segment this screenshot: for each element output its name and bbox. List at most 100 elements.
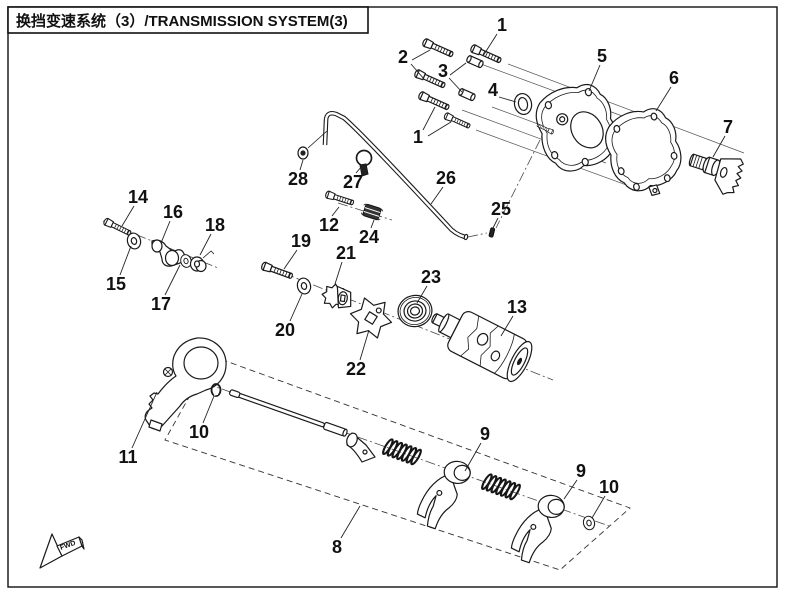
callout-9: 9 <box>576 461 586 481</box>
callout-8: 8 <box>332 537 342 557</box>
part-19-bolt <box>260 260 295 281</box>
part-2-bolts <box>413 37 455 91</box>
part-8-fork-shaft <box>229 389 348 437</box>
callout-layer: 1234567125262728122419212022231314161815… <box>106 15 733 557</box>
part-23-bearing <box>397 294 433 328</box>
part-3-sleeves <box>457 54 485 102</box>
callout-leader-24 <box>370 219 375 229</box>
callout-20: 20 <box>275 320 295 340</box>
callout-leader-3 <box>449 62 467 76</box>
part-27-clip <box>355 149 373 177</box>
callout-15: 15 <box>106 274 126 294</box>
callout-leader-8 <box>340 505 361 539</box>
callout-4: 4 <box>488 80 498 100</box>
part-21-ratchet <box>321 283 352 309</box>
part-13-shift-drum <box>431 311 533 383</box>
callout-leader-2 <box>410 63 425 80</box>
callout-leader-22 <box>359 329 370 361</box>
callout-leader-7 <box>712 135 726 158</box>
callout-14: 14 <box>128 187 148 207</box>
part-spring-b <box>479 471 523 503</box>
callout-leader-26 <box>430 186 444 205</box>
callout-16: 16 <box>163 202 183 222</box>
callout-7: 7 <box>723 117 733 137</box>
part-9-shift-fork-b <box>509 491 566 566</box>
callout-leader-21 <box>334 261 343 285</box>
part-7-gearshift-sector <box>688 153 744 195</box>
callout-leader-6 <box>655 86 672 112</box>
callout-25: 25 <box>491 199 511 219</box>
part-spring-a <box>380 436 424 468</box>
part-28-nut <box>297 130 328 160</box>
callout-5: 5 <box>597 46 607 66</box>
callout-10: 10 <box>189 422 209 442</box>
callout-leader-23 <box>416 285 428 304</box>
part-25-pin <box>488 227 496 238</box>
callout-24: 24 <box>359 227 379 247</box>
callout-leader-17 <box>164 264 181 296</box>
part-4-seal <box>513 92 533 116</box>
callout-leader-28 <box>299 159 304 171</box>
part-8-guide-piece <box>346 432 376 463</box>
callout-leader-5 <box>588 64 601 92</box>
callout-leader-19 <box>283 249 298 270</box>
callout-13: 13 <box>507 297 527 317</box>
callout-leader-12 <box>331 206 340 217</box>
page-border <box>7 6 778 588</box>
callout-leader-20 <box>289 293 303 322</box>
callout-leader-27 <box>355 165 363 174</box>
callout-leader-3 <box>448 77 463 93</box>
callout-2: 2 <box>398 47 408 67</box>
callout-1: 1 <box>413 127 423 147</box>
callout-21: 21 <box>336 243 356 263</box>
part-24-detent-assembly <box>360 203 384 221</box>
callout-leader-18 <box>199 233 212 256</box>
callout-leader-10 <box>591 495 606 519</box>
diagram-title: 换挡变速系统（3）/TRANSMISSION SYSTEM(3) <box>16 12 348 30</box>
part-12-bolt <box>324 190 355 208</box>
part-6-gasket-drawing <box>604 108 682 196</box>
callout-6: 6 <box>669 68 679 88</box>
part-9-shift-fork-a <box>415 457 472 532</box>
callout-27: 27 <box>343 172 363 192</box>
callout-leader-2 <box>411 49 431 61</box>
fwd-direction-icon: FWD <box>39 533 85 569</box>
callout-leader-25 <box>492 217 499 229</box>
part-14-bolt <box>102 216 133 238</box>
callout-22: 22 <box>346 359 366 379</box>
title-box: 换挡变速系统（3）/TRANSMISSION SYSTEM(3) <box>7 6 369 34</box>
callout-leader-11 <box>131 391 158 449</box>
part-26-shift-rod <box>322 110 469 241</box>
callout-12: 12 <box>319 215 339 235</box>
callout-18: 18 <box>205 215 225 235</box>
callout-leader-16 <box>160 220 171 244</box>
part-18-roller <box>189 250 215 273</box>
callout-9: 9 <box>480 424 490 444</box>
callout-26: 26 <box>436 168 456 188</box>
callout-23: 23 <box>421 267 441 287</box>
part-10-circlip <box>210 383 222 397</box>
callout-leader-1 <box>482 33 498 57</box>
callout-leader-15 <box>119 245 132 276</box>
callout-leader-4 <box>498 96 517 103</box>
callout-leader-14 <box>121 205 135 227</box>
callout-1: 1 <box>497 15 507 35</box>
callout-leader-10 <box>202 395 215 424</box>
callout-leader-9 <box>563 479 578 500</box>
part-11-shift-arm <box>144 337 227 432</box>
callout-leader-1 <box>427 121 452 137</box>
callout-leader-13 <box>500 315 514 337</box>
callout-17: 17 <box>151 294 171 314</box>
callout-19: 19 <box>291 231 311 251</box>
part-22-star-cam <box>349 297 393 339</box>
part-16-link-arm <box>151 239 186 267</box>
part-20-washer <box>295 275 313 297</box>
callout-10: 10 <box>599 477 619 497</box>
callout-11: 11 <box>118 447 137 467</box>
assembly-8-dashed-box <box>164 355 631 571</box>
callout-28: 28 <box>288 169 308 189</box>
callout-leader-1 <box>422 106 436 131</box>
callout-leader-9 <box>464 442 482 472</box>
